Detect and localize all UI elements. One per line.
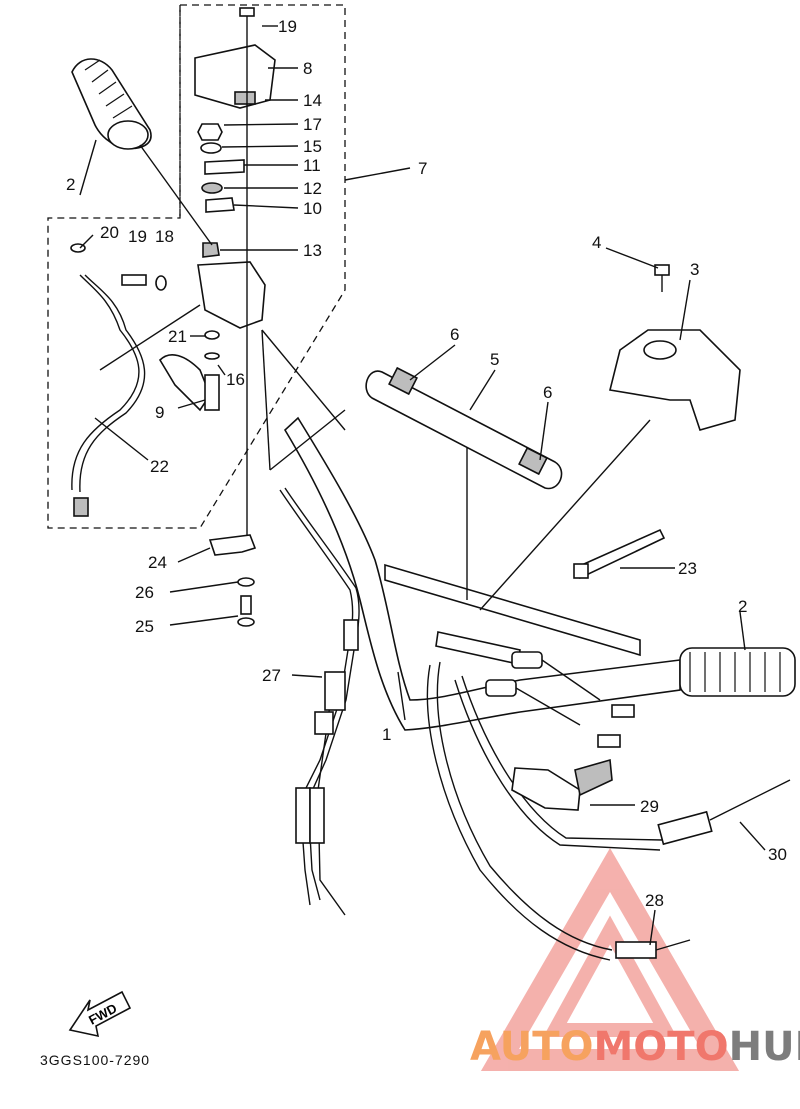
- cable-tie: [573, 528, 666, 580]
- label-19: 19: [278, 17, 297, 36]
- label-6-left: 6: [450, 325, 459, 344]
- starter-switch: [511, 758, 613, 811]
- label-17: 17: [303, 115, 322, 134]
- part-labels: 19 8 14 17 15 11 12 10 13 7 2 20 19 18 2…: [66, 17, 787, 910]
- part-28: [615, 939, 691, 959]
- label-14: 14: [303, 91, 322, 110]
- fwd-label: FWD: [86, 1001, 119, 1028]
- label-3: 3: [690, 260, 699, 279]
- label-26: 26: [135, 583, 154, 602]
- throttle-housing-cover: [609, 329, 741, 431]
- label-9: 9: [155, 403, 164, 422]
- label-12: 12: [303, 179, 322, 198]
- screw-4: [654, 264, 670, 292]
- label-15: 15: [303, 137, 322, 156]
- label-23: 23: [678, 559, 697, 578]
- leader-lines: [79, 25, 766, 946]
- diagram-code: 3GGS100-7290: [40, 1052, 151, 1068]
- hardware-stack: [197, 123, 245, 213]
- label-20: 20: [100, 223, 119, 242]
- right-grip: [679, 647, 796, 697]
- label-18: 18: [155, 227, 174, 246]
- watermark-part-hub: HUB: [728, 1024, 800, 1070]
- label-21: 21: [168, 327, 187, 346]
- switch-body: [197, 242, 266, 329]
- label-10: 10: [303, 199, 322, 218]
- small-bolts: [70, 243, 220, 360]
- cable-ends: [485, 651, 635, 748]
- label-7: 7: [418, 159, 427, 178]
- watermark-logo: AUTOMOTOHUB: [470, 1024, 800, 1070]
- label-30: 30: [768, 845, 787, 864]
- fwd-arrow: FWD: [68, 990, 132, 1038]
- watermark-part-moto: MOTO: [593, 1024, 729, 1070]
- screw-19-top: [239, 7, 255, 45]
- holder-24: [208, 534, 257, 627]
- label-25: 25: [135, 617, 154, 636]
- label-5: 5: [490, 350, 499, 369]
- label-11: 11: [303, 156, 321, 175]
- throttle-cable: [279, 487, 360, 916]
- label-4: 4: [592, 233, 601, 252]
- left-grip: [71, 58, 152, 150]
- label-29: 29: [640, 797, 659, 816]
- lead-wire: [71, 274, 146, 517]
- label-13: 13: [303, 241, 322, 260]
- throttle-tube: [365, 366, 563, 490]
- switch-assembly-box: [47, 4, 346, 529]
- choke-lever: [158, 354, 220, 412]
- label-8: 8: [303, 59, 312, 78]
- label-24: 24: [148, 553, 167, 572]
- handlebar: [283, 416, 681, 731]
- label-16: 16: [226, 370, 245, 389]
- label-27: 27: [262, 666, 281, 685]
- label-2-left: 2: [66, 175, 75, 194]
- watermark-part-auto: AUTO: [470, 1024, 594, 1070]
- label-28: 28: [645, 891, 664, 910]
- label-6-right: 6: [543, 383, 552, 402]
- label-1: 1: [382, 725, 391, 744]
- label-22: 22: [150, 457, 169, 476]
- label-2-right: 2: [738, 597, 747, 616]
- label-19b: 19: [128, 227, 147, 246]
- switch-cover: [194, 44, 276, 109]
- watermark-triangle: [480, 848, 740, 1071]
